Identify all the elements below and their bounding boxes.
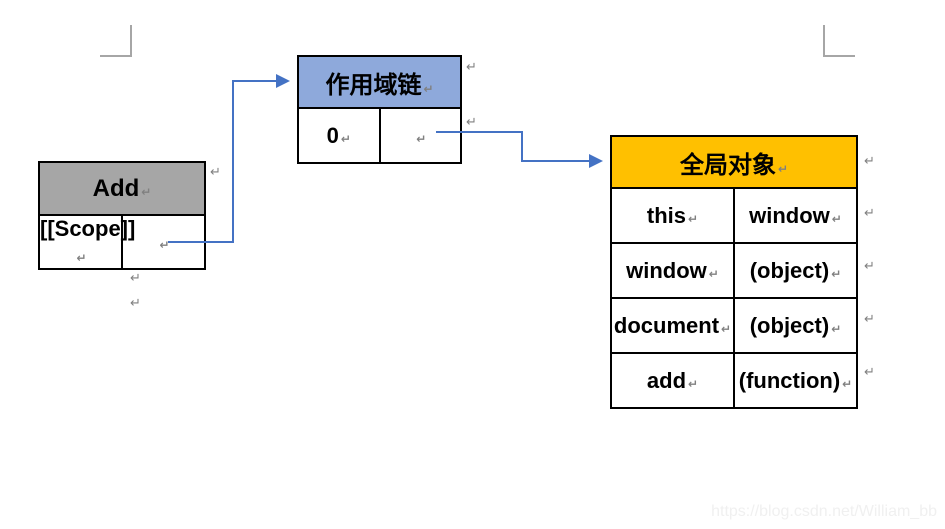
global-prop-value-cell: (object)↵ bbox=[733, 297, 858, 354]
pilcrow-icon: ↵ bbox=[864, 259, 875, 274]
pilcrow-icon: ↵ bbox=[831, 321, 842, 336]
page-corner-mark-top-left bbox=[100, 25, 132, 57]
global-prop-key-cell: document↵ bbox=[610, 297, 735, 354]
pilcrow-icon: ↵ bbox=[831, 266, 842, 281]
function-scope-key-cell: [[Scope]] ↵ bbox=[38, 214, 135, 270]
table-row: 作用域链↵ bbox=[297, 55, 462, 109]
pilcrow-icon: ↵ bbox=[141, 184, 152, 199]
pilcrow-icon: ↵ bbox=[777, 161, 789, 176]
scope-chain-table: 作用域链↵ 0↵ ↵ bbox=[297, 55, 462, 164]
table-row: 0↵ ↵ bbox=[297, 107, 462, 164]
function-object-title: Add bbox=[92, 174, 140, 202]
table-row: window↵ (object)↵ bbox=[610, 242, 858, 299]
pilcrow-icon: ↵ bbox=[864, 312, 875, 327]
table-row: [[Scope]] ↵ ↵ bbox=[38, 214, 206, 270]
global-prop-key: window bbox=[626, 257, 707, 283]
scope-chain-title-cell: 作用域链↵ bbox=[297, 55, 462, 109]
pilcrow-icon: ↵ bbox=[159, 238, 170, 252]
scope-chain-title: 作用域链 bbox=[325, 71, 422, 99]
pilcrow-icon: ↵ bbox=[466, 60, 477, 75]
pilcrow-icon: ↵ bbox=[76, 251, 87, 265]
global-prop-value: (object) bbox=[749, 257, 830, 283]
scope-chain-index: 0 bbox=[326, 122, 339, 148]
function-scope-key: [[Scope]] bbox=[40, 216, 136, 241]
global-prop-value: (function) bbox=[738, 367, 841, 393]
pilcrow-icon: ↵ bbox=[842, 376, 853, 391]
scope-chain-value-cell: ↵ bbox=[378, 107, 462, 164]
scope-chain-index-cell: 0↵ bbox=[297, 107, 381, 164]
table-row: document↵ (object)↵ bbox=[610, 297, 858, 354]
global-object-table: 全局对象↵ this↵ window↵ window↵ (object)↵ do… bbox=[610, 135, 858, 409]
global-object-title-cell: 全局对象↵ bbox=[610, 135, 858, 189]
table-row: this↵ window↵ bbox=[610, 187, 858, 244]
pilcrow-icon: ↵ bbox=[210, 165, 221, 180]
global-prop-value: (object) bbox=[749, 312, 830, 338]
pilcrow-icon: ↵ bbox=[864, 206, 875, 221]
function-object-title-cell: Add↵ bbox=[38, 161, 206, 216]
page-corner-mark-top-right bbox=[823, 25, 855, 57]
pilcrow-icon: ↵ bbox=[721, 321, 732, 336]
table-row: Add↵ bbox=[38, 161, 206, 216]
global-prop-key: add bbox=[646, 367, 687, 393]
pilcrow-icon: ↵ bbox=[130, 296, 141, 311]
pilcrow-icon: ↵ bbox=[864, 154, 875, 169]
global-prop-key: this bbox=[646, 202, 687, 228]
pilcrow-icon: ↵ bbox=[130, 271, 141, 286]
watermark-text: https://blog.csdn.net/William_bb bbox=[711, 503, 937, 520]
pilcrow-icon: ↵ bbox=[466, 115, 477, 130]
function-object-table: Add↵ [[Scope]]↵ ↵ bbox=[38, 161, 206, 270]
pilcrow-icon: ↵ bbox=[831, 211, 842, 226]
global-prop-value-cell: (function)↵ bbox=[733, 352, 858, 409]
pilcrow-icon: ↵ bbox=[864, 365, 875, 380]
pilcrow-icon: ↵ bbox=[688, 376, 699, 391]
table-row: 全局对象↵ bbox=[610, 135, 858, 189]
pilcrow-icon: ↵ bbox=[708, 266, 719, 281]
table-row: add↵ (function)↵ bbox=[610, 352, 858, 409]
global-prop-key: document bbox=[613, 312, 720, 338]
global-object-title: 全局对象 bbox=[679, 151, 776, 179]
pilcrow-icon: ↵ bbox=[416, 131, 427, 146]
global-prop-value: window bbox=[749, 202, 830, 228]
global-prop-value-cell: (object)↵ bbox=[733, 242, 858, 299]
global-prop-key-cell: add↵ bbox=[610, 352, 735, 409]
pilcrow-icon: ↵ bbox=[423, 81, 434, 96]
pilcrow-icon: ↵ bbox=[340, 131, 351, 146]
global-prop-value-cell: window↵ bbox=[733, 187, 858, 244]
global-prop-key-cell: window↵ bbox=[610, 242, 735, 299]
pilcrow-icon: ↵ bbox=[688, 211, 699, 226]
global-prop-key-cell: this↵ bbox=[610, 187, 735, 244]
